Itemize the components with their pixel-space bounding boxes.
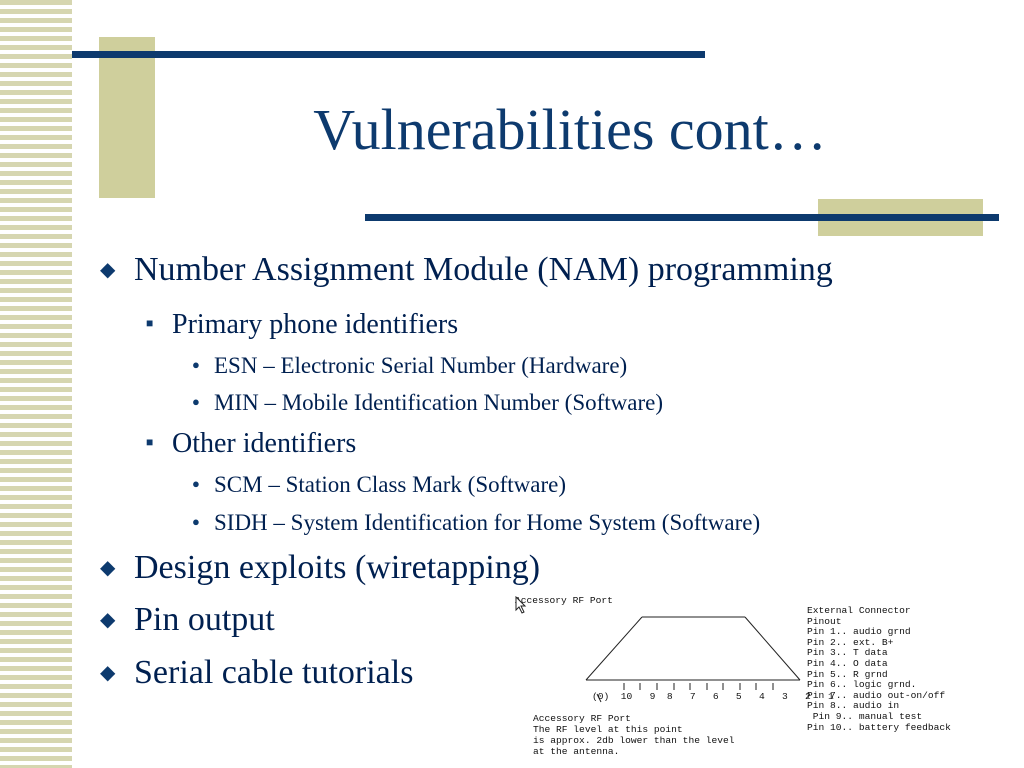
bullet-item: ● SIDH – System Identification for Home S…: [192, 508, 760, 537]
pin-entry: Pin 9.. manual test: [807, 710, 923, 722]
diamond-bullet-icon: ◆: [100, 609, 116, 631]
square-bullet-icon: ■: [146, 316, 154, 330]
bullet-text: SCM – Station Class Mark (Software): [214, 472, 567, 497]
connector-pinout-diagram: Accessory RF Port (0) 10 9 8 7 6 5 4 3 2…: [515, 595, 985, 762]
bullet-text: Serial cable tutorials: [134, 654, 414, 691]
bullet-text: Primary phone identifiers: [172, 309, 459, 340]
pin-entry: Pin 10.. battery feedback: [807, 721, 951, 733]
bullet-text: ESN – Electronic Serial Number (Hardware…: [214, 353, 628, 378]
pin-entry: Pin 3.. T data: [807, 647, 888, 659]
bullet-text: MIN – Mobile Identification Number (Soft…: [214, 390, 664, 415]
left-stripe-band: [0, 0, 72, 768]
square-bullet-icon: ■: [146, 435, 154, 449]
rf-note-line: at the antenna.: [533, 746, 620, 757]
pin-entry: Pin 6.. logic grnd.: [807, 679, 917, 691]
dot-bullet-icon: ●: [192, 514, 200, 529]
bullet-item: ■ Other identifiers: [146, 426, 356, 460]
rf-note-line: is approx. 2db lower than the level: [533, 735, 735, 746]
diamond-bullet-icon: ◆: [100, 662, 116, 684]
pin-entry: Pin 4.. O data: [807, 657, 888, 669]
decorative-bar-top: [72, 51, 705, 58]
diamond-bullet-icon: ◆: [100, 557, 116, 579]
rf-port-bottom-label: Accessory RF Port: [533, 713, 631, 724]
pin-number-row: (0) 10 9 8 7 6 5 4 3 2 1: [592, 691, 834, 702]
bullet-item: ◆ Design exploits (wiretapping): [100, 548, 540, 588]
bullet-item: ■ Primary phone identifiers: [146, 307, 458, 341]
pin-entry: Pin 8.. audio in: [807, 700, 900, 712]
bullet-item: ◆ Number Assignment Module (NAM) programm…: [100, 250, 833, 290]
bullet-text: Other identifiers: [172, 428, 357, 459]
connector-title: External Connector: [807, 605, 911, 616]
pinout-list: External Connector Pinout Pin 1.. audio …: [807, 605, 951, 733]
pin-entry: Pin 2.. ext. B+: [807, 636, 894, 648]
connector-subtitle: Pinout: [807, 615, 842, 627]
diamond-bullet-icon: ◆: [100, 259, 116, 281]
bullet-item: ● ESN – Electronic Serial Number (Hardwar…: [192, 351, 627, 380]
bullet-item: ◆ Serial cable tutorials: [100, 653, 413, 693]
pin-entry: Pin 1.. audio grnd: [807, 626, 911, 638]
pin-entry: Pin 5.. R grnd: [807, 668, 888, 680]
connector-outline: [585, 616, 801, 703]
mouse-pointer-icon: [515, 596, 527, 614]
rf-note-line: The RF level at this point: [533, 724, 683, 735]
decorative-bar-middle: [365, 214, 999, 221]
slide-title: Vulnerabilities cont…: [313, 97, 827, 162]
bullet-text: Number Assignment Module (NAM) programmi…: [134, 251, 833, 288]
bullet-text: Design exploits (wiretapping): [134, 549, 541, 586]
bullet-text: Pin output: [134, 601, 275, 638]
dot-bullet-icon: ●: [192, 357, 200, 372]
decorative-block-top: [99, 37, 155, 198]
pin-entry: Pin 7.. audio out-on/off: [807, 689, 946, 701]
bullet-text: SIDH – System Identification for Home Sy…: [214, 510, 761, 535]
rf-port-top-label: Accessory RF Port: [515, 595, 613, 606]
bullet-item: ◆ Pin output: [100, 600, 275, 640]
bullet-item: ● SCM – Station Class Mark (Software): [192, 470, 566, 499]
dot-bullet-icon: ●: [192, 394, 200, 409]
bullet-item: ● MIN – Mobile Identification Number (Sof…: [192, 388, 663, 417]
dot-bullet-icon: ●: [192, 476, 200, 491]
